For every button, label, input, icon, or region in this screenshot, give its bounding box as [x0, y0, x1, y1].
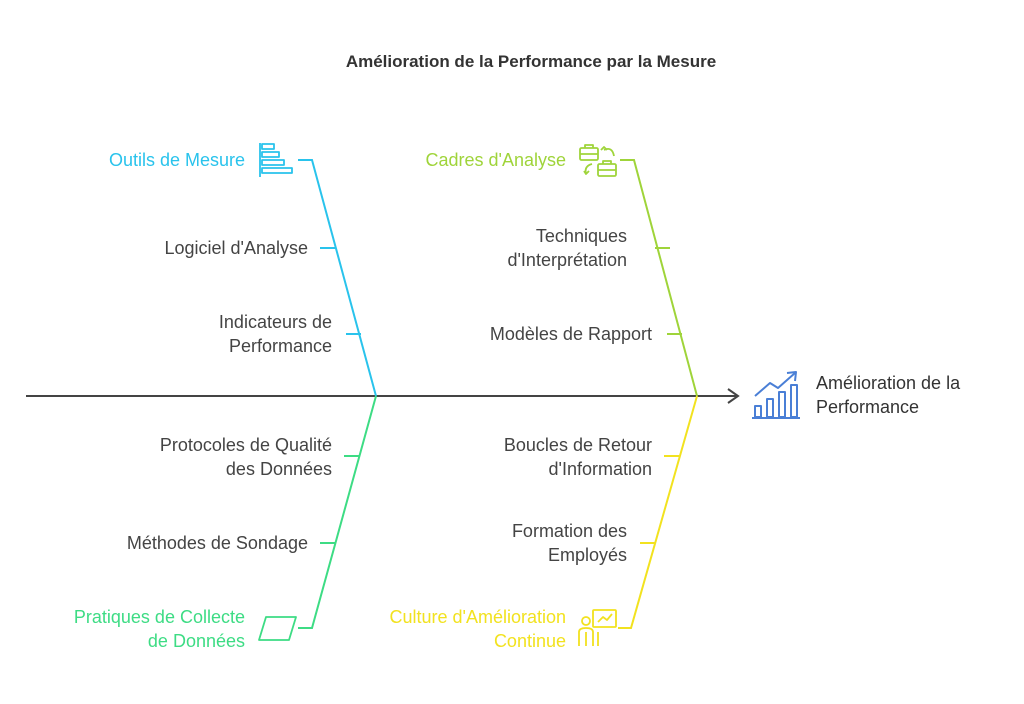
- cause-label: Indicateurs de Performance: [218, 312, 332, 356]
- cause-label: Boucles de Retour d'Information: [503, 435, 652, 479]
- bone-culture: [618, 395, 698, 629]
- bone-outils: [298, 159, 377, 397]
- category-label-cadres: Cadres d'Analyse: [425, 150, 566, 170]
- category-label-culture: Culture d'Amélioration Continue: [389, 607, 566, 651]
- cause-label: Techniques d'Interprétation: [507, 226, 627, 270]
- category-label-pratiques: Pratiques de Collecte de Données: [73, 607, 245, 651]
- cause-label: Modèles de Rapport: [489, 324, 652, 344]
- cause-label: Méthodes de Sondage: [126, 533, 308, 553]
- presenter-icon: [578, 609, 617, 646]
- bone-pratiques: [298, 395, 377, 629]
- cause-label: Formation des Employés: [511, 521, 627, 565]
- parallelogram-icon: [258, 616, 297, 641]
- bone-cadres: [620, 159, 698, 397]
- cause-label: Logiciel d'Analyse: [164, 238, 308, 258]
- category-label-outils: Outils de Mesure: [108, 150, 245, 170]
- growth-chart-icon: [752, 371, 800, 419]
- effect-label: Amélioration de la Performance: [816, 373, 961, 417]
- bar-list-icon: [259, 143, 293, 177]
- cause-label: Protocoles de Qualité des Données: [159, 435, 332, 479]
- spine-arrowhead: [727, 388, 740, 404]
- briefcase-swap-icon: [579, 144, 617, 177]
- diagram-title: Amélioration de la Performance par la Me…: [345, 52, 717, 71]
